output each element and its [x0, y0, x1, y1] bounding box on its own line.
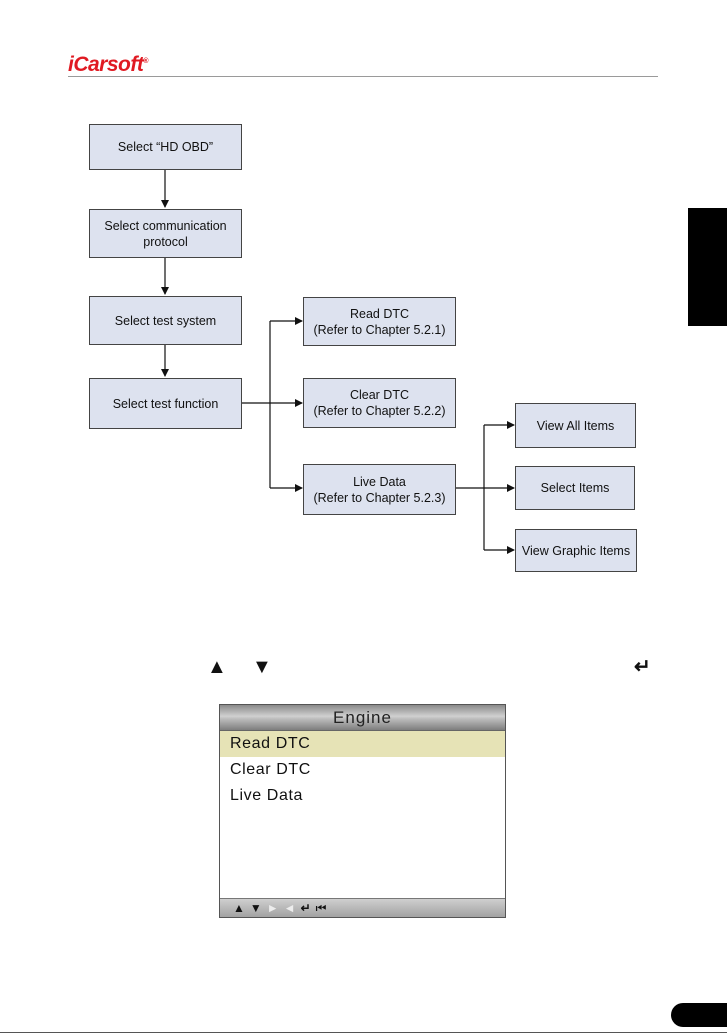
device-screen: Engine Read DTC Clear DTC Live Data ▲ ▼ …: [219, 704, 506, 918]
node-select-protocol: Select communication protocol: [89, 209, 242, 258]
menu-item-clear-dtc[interactable]: Clear DTC: [230, 761, 311, 778]
down-arrow-icon: ▼: [249, 900, 262, 915]
node-select-test-function: Select test function: [89, 378, 242, 429]
node-clear-dtc: Clear DTC (Refer to Chapter 5.2.2): [303, 378, 456, 428]
node-read-dtc: Read DTC (Refer to Chapter 5.2.1): [303, 297, 456, 346]
left-arrow-icon: ◄: [283, 900, 296, 915]
node-view-all-items: View All Items: [515, 403, 636, 448]
screen-title: Engine: [220, 705, 505, 731]
brand-logo: iCarsoft®: [68, 53, 149, 76]
flowchart-connectors: [161, 170, 515, 554]
node-live-data: Live Data (Refer to Chapter 5.2.3): [303, 464, 456, 515]
enter-key-icon: ↵: [634, 656, 651, 678]
screen-footer-keys: ▲ ▼ ► ◄ ↵ ⏮: [220, 898, 505, 917]
node-view-graphic-items: View Graphic Items: [515, 529, 637, 572]
right-arrow-icon: ►: [266, 900, 279, 915]
down-arrow-icon: ▼: [252, 656, 272, 678]
node-select-items: Select Items: [515, 466, 635, 510]
section-side-tab: [688, 208, 727, 326]
menu-item-live-data[interactable]: Live Data: [230, 787, 303, 804]
page-number-badge: [671, 1003, 727, 1027]
enter-key-icon: ↵: [300, 900, 311, 915]
menu-item-read-dtc[interactable]: Read DTC: [220, 731, 505, 757]
up-arrow-icon: ▲: [233, 900, 245, 915]
node-select-hd-obd: Select “HD OBD”: [89, 124, 242, 170]
back-key-icon: ⏮: [315, 900, 327, 915]
up-arrow-icon: ▲: [207, 656, 227, 678]
node-select-test-system: Select test system: [89, 296, 242, 345]
header-rule: [68, 76, 658, 77]
